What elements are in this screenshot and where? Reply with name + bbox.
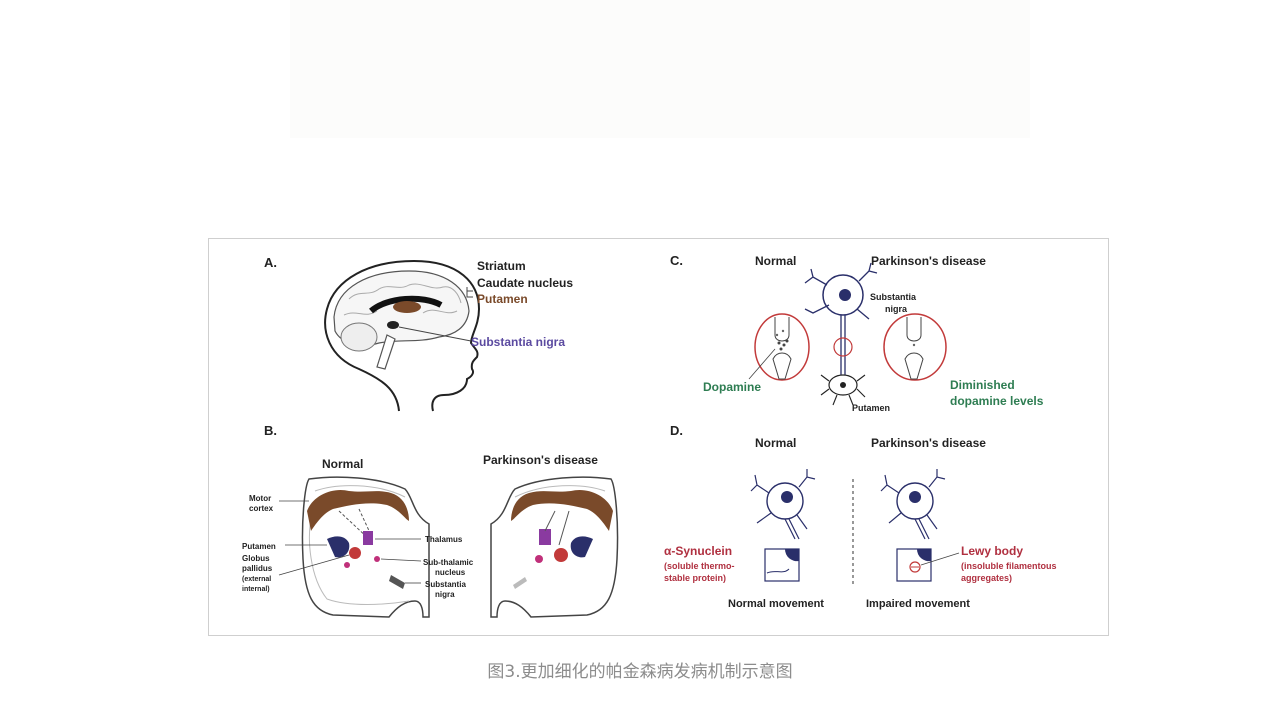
synapse-parkinsons [883, 313, 947, 381]
panel-a-letter: A. [264, 255, 277, 270]
line-subthalamic [380, 558, 422, 562]
label-pallidus: pallidus [242, 564, 273, 573]
label-dopamine-levels: dopamine levels [950, 394, 1044, 408]
panel-d: D. Normal Parkinson's disease α-Synuclei… [664, 423, 1057, 610]
label-d-parkinsons: Parkinson's disease [871, 436, 986, 450]
label-thalamus: Thalamus [425, 535, 463, 544]
section-inner-line-2 [308, 508, 410, 605]
subthalamic-pd [535, 555, 543, 563]
panel-b-letter: B. [264, 423, 277, 438]
globus-pallidus-pd [554, 548, 568, 562]
label-caudate-nucleus: Caudate nucleus [477, 276, 573, 290]
label-diminished: Diminished [950, 378, 1015, 392]
putamen-shape [393, 301, 421, 313]
substantia-nigra-normal [389, 575, 405, 589]
label-motor: Motor [249, 494, 271, 503]
neuron-putamen [820, 374, 866, 406]
label-c-putamen: Putamen [852, 403, 890, 413]
panel-c-letter: C. [670, 253, 683, 268]
diagram-canvas: A. Striatum Caudate nucleus Putamen Subs… [242, 253, 1057, 618]
striatum-bracket [466, 287, 473, 298]
label-impaired-movement: Impaired movement [866, 598, 970, 610]
label-subthalamic: Sub-thalamic [423, 558, 474, 567]
head-profile [324, 259, 481, 412]
thalamus-normal [363, 531, 373, 545]
synapse-normal [754, 313, 810, 381]
pd-pathway-1 [544, 510, 556, 532]
caudate-nucleus-shape [369, 295, 443, 314]
label-d-normal: Normal [755, 436, 796, 450]
label-c-nigra: nigra [885, 304, 908, 314]
label-insoluble: (insoluble filamentous [961, 561, 1057, 571]
putamen-pd [570, 536, 593, 558]
line-globus [278, 554, 350, 576]
label-putamen: Putamen [477, 292, 528, 306]
label-stable-protein: stable protein) [664, 573, 726, 583]
label-cortex: cortex [249, 504, 274, 513]
label-c-parkinsons: Parkinson's disease [871, 254, 986, 268]
sn-pointer [398, 326, 472, 342]
label-substantia-nigra: Substantia nigra [471, 335, 565, 349]
label-b-putamen: Putamen [242, 542, 276, 551]
label-c-normal: Normal [755, 254, 796, 268]
thalamus-pd [539, 529, 551, 545]
globus-pallidus-normal [349, 547, 361, 559]
putamen-normal [327, 536, 350, 558]
label-external: (external [242, 576, 271, 583]
figure-caption: 图3.更加细化的帕金森病发病机制示意图 [487, 662, 793, 682]
brainstem [376, 334, 396, 370]
label-internal: internal) [242, 586, 270, 593]
panel-c: C. Normal Parkinson's disease Substantia… [670, 253, 1044, 413]
label-dopamine: Dopamine [703, 380, 761, 394]
neuron-substantia-nigra [804, 262, 878, 379]
label-lewy-body: Lewy body [961, 544, 1023, 558]
label-b-parkinsons: Parkinson's disease [483, 453, 598, 467]
section-inner-line [314, 485, 406, 498]
gp-internal-normal [344, 562, 350, 568]
label-aggregates: aggregates) [961, 573, 1012, 583]
motor-cortex-pd [511, 489, 613, 531]
cerebellum [340, 322, 378, 352]
pathway-dashed-1 [338, 510, 370, 540]
brain-folds-2 [343, 309, 458, 316]
label-normal-movement: Normal movement [728, 598, 824, 610]
subthalamic-normal [374, 556, 380, 562]
lewy-pointer [920, 552, 960, 566]
panel-b: B. Normal Parkinson's disease Motor cort… [242, 423, 619, 618]
neuron-normal-d [750, 469, 816, 582]
label-b-substantia: Substantia [425, 580, 466, 589]
substantia-nigra-pd [513, 577, 527, 589]
label-soluble: (soluble thermo- [664, 561, 735, 571]
label-b-nigra: nigra [435, 590, 455, 599]
pd-inner-line [514, 485, 606, 498]
label-b-normal: Normal [322, 457, 363, 471]
panel-a: A. Striatum Caudate nucleus Putamen Subs… [264, 255, 573, 412]
label-alpha-synuclein: α-Synuclein [664, 544, 732, 558]
dopamine-pointer [748, 348, 776, 380]
label-c-substantia: Substantia [870, 292, 917, 302]
blurred-header-area [290, 0, 1030, 138]
brain-folds [348, 283, 462, 304]
label-nucleus: nucleus [435, 568, 466, 577]
label-globus: Globus [242, 554, 270, 563]
panel-d-letter: D. [670, 423, 683, 438]
motor-cortex-normal [307, 489, 409, 531]
label-striatum: Striatum [477, 259, 526, 273]
neuron-parkinsons-d [880, 469, 946, 582]
pd-pathway-2 [558, 510, 570, 546]
parkinsons-diagram-figure: A. Striatum Caudate nucleus Putamen Subs… [208, 238, 1109, 636]
substantia-nigra-shape [387, 321, 399, 329]
